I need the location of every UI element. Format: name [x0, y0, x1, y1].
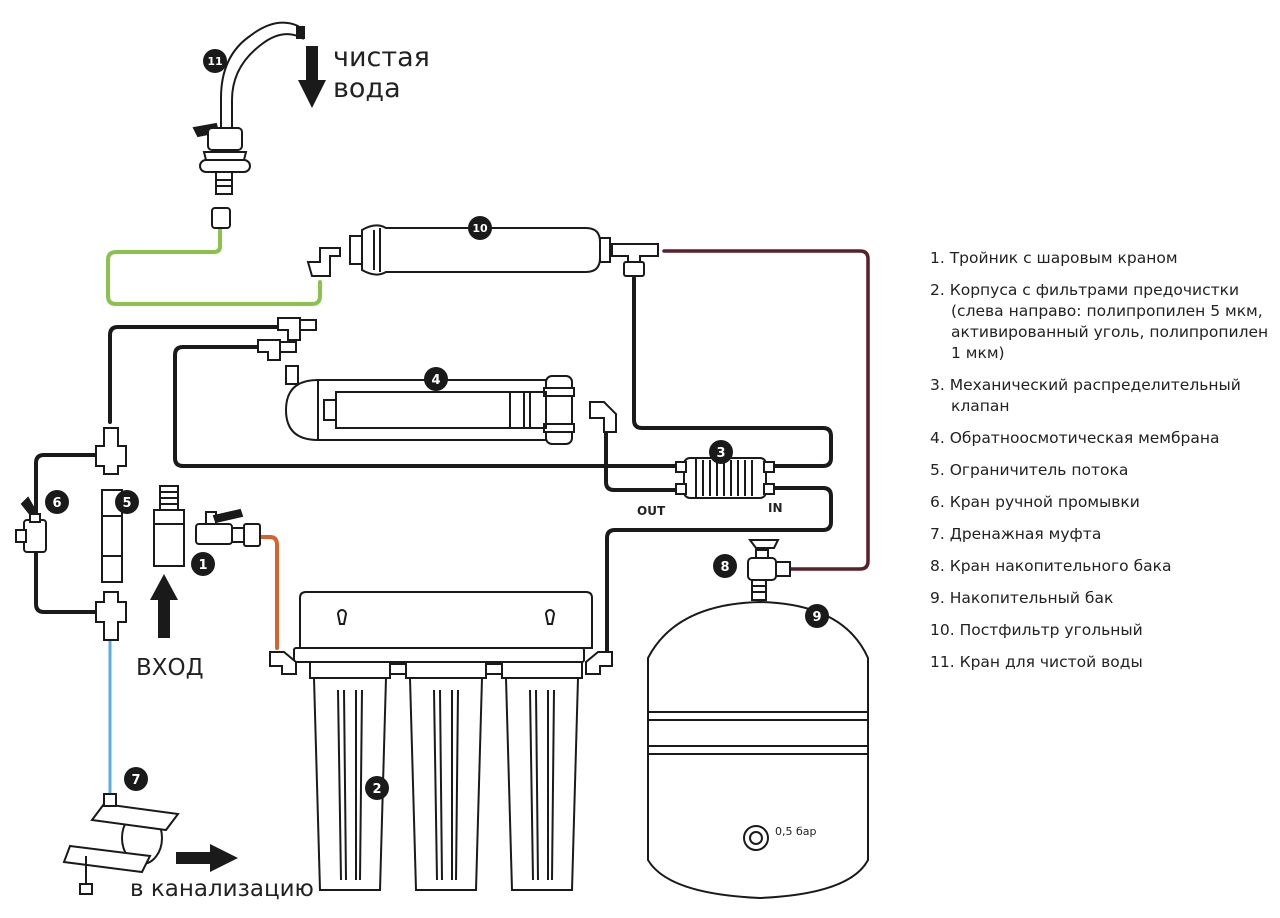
- tube-prefilter-valve: [605, 486, 833, 654]
- badges: 1 2 3 4 5 6 7 8 9 10 11: [45, 49, 829, 800]
- legend-item: 5. Ограничитель потока: [930, 461, 1129, 479]
- svg-text:2: 2: [372, 782, 381, 797]
- drain-arrow-icon: [176, 844, 238, 872]
- badge-11: 11: [203, 49, 227, 73]
- tube-flush-loop-bottom: [34, 550, 98, 614]
- faucet: [192, 21, 305, 229]
- legend-item: 1. Тройник с шаровым краном: [930, 249, 1178, 267]
- legend-item: 2. Корпуса с фильтрами предочистки (слев…: [930, 281, 1269, 362]
- svg-text:11: 11: [207, 55, 222, 68]
- legend-item: 8. Кран накопительного бака: [930, 557, 1172, 575]
- tube-postfilter-valve: [632, 276, 833, 468]
- badge-2: 2: [365, 776, 389, 800]
- membrane: [257, 317, 617, 445]
- legend-item: 10. Постфильтр угольный: [930, 621, 1143, 639]
- badge-4: 4: [424, 367, 448, 391]
- legend-item: 6. Кран ручной промывки: [930, 493, 1140, 511]
- legend-item: 3. Механический распределительный клапан: [930, 376, 1241, 415]
- legend-item: 9. Накопительный бак: [930, 589, 1114, 607]
- svg-text:7: 7: [131, 773, 140, 788]
- legend-item: 11. Кран для чистой воды: [930, 653, 1143, 671]
- prefilter-housings: [269, 591, 613, 891]
- inlet-label: ВХОД: [136, 655, 204, 681]
- tank-pressure-label: 0,5 бар: [775, 825, 817, 838]
- badge-3: 3: [709, 440, 733, 464]
- flush-assembly: [15, 427, 127, 641]
- svg-text:3: 3: [716, 446, 725, 461]
- inlet-tee: [153, 485, 261, 567]
- storage-tank: [647, 539, 869, 900]
- tube-flush-to-top-elbow: [108, 325, 282, 424]
- drain-label: в канализацию: [130, 876, 314, 902]
- svg-text:8: 8: [720, 560, 729, 575]
- badge-8: 8: [713, 554, 737, 578]
- svg-text:4: 4: [431, 373, 440, 388]
- inlet-arrow-icon: [150, 574, 178, 638]
- legend: 1. Тройник с шаровым краном 2. Корпуса с…: [930, 248, 1275, 684]
- badge-6: 6: [45, 490, 69, 514]
- badge-7: 7: [124, 767, 148, 791]
- tube-tank-postfilter: [662, 249, 870, 571]
- svg-text:9: 9: [812, 610, 821, 625]
- valve-out-label: OUT: [637, 504, 666, 518]
- badge-10: 10: [468, 216, 492, 240]
- svg-text:5: 5: [122, 496, 131, 511]
- postfilter: [306, 224, 659, 277]
- svg-text:10: 10: [472, 222, 488, 235]
- tube-inlet-prefilter: [256, 535, 279, 650]
- clean-water-arrow-icon: [298, 46, 326, 108]
- svg-text:1: 1: [198, 558, 207, 573]
- badge-1: 1: [191, 552, 215, 576]
- drain-saddle: [62, 793, 180, 895]
- badge-5: 5: [115, 490, 139, 514]
- legend-item: 4. Обратноосмотическая мембрана: [930, 429, 1220, 447]
- tube-membrane-permeate: [604, 426, 688, 492]
- tube-membrane-to-valve: [173, 345, 688, 468]
- valve-in-label: IN: [768, 501, 783, 515]
- badge-9: 9: [805, 604, 829, 628]
- tube-flush-loop-top: [34, 453, 98, 522]
- clean-water-label: чистая вода: [333, 42, 430, 104]
- distribution-valve: [675, 457, 775, 499]
- tubes: [34, 226, 870, 797]
- svg-text:6: 6: [52, 496, 61, 511]
- legend-item: 7. Дренажная муфта: [930, 525, 1102, 543]
- tube-faucet-postfilter: [106, 226, 322, 306]
